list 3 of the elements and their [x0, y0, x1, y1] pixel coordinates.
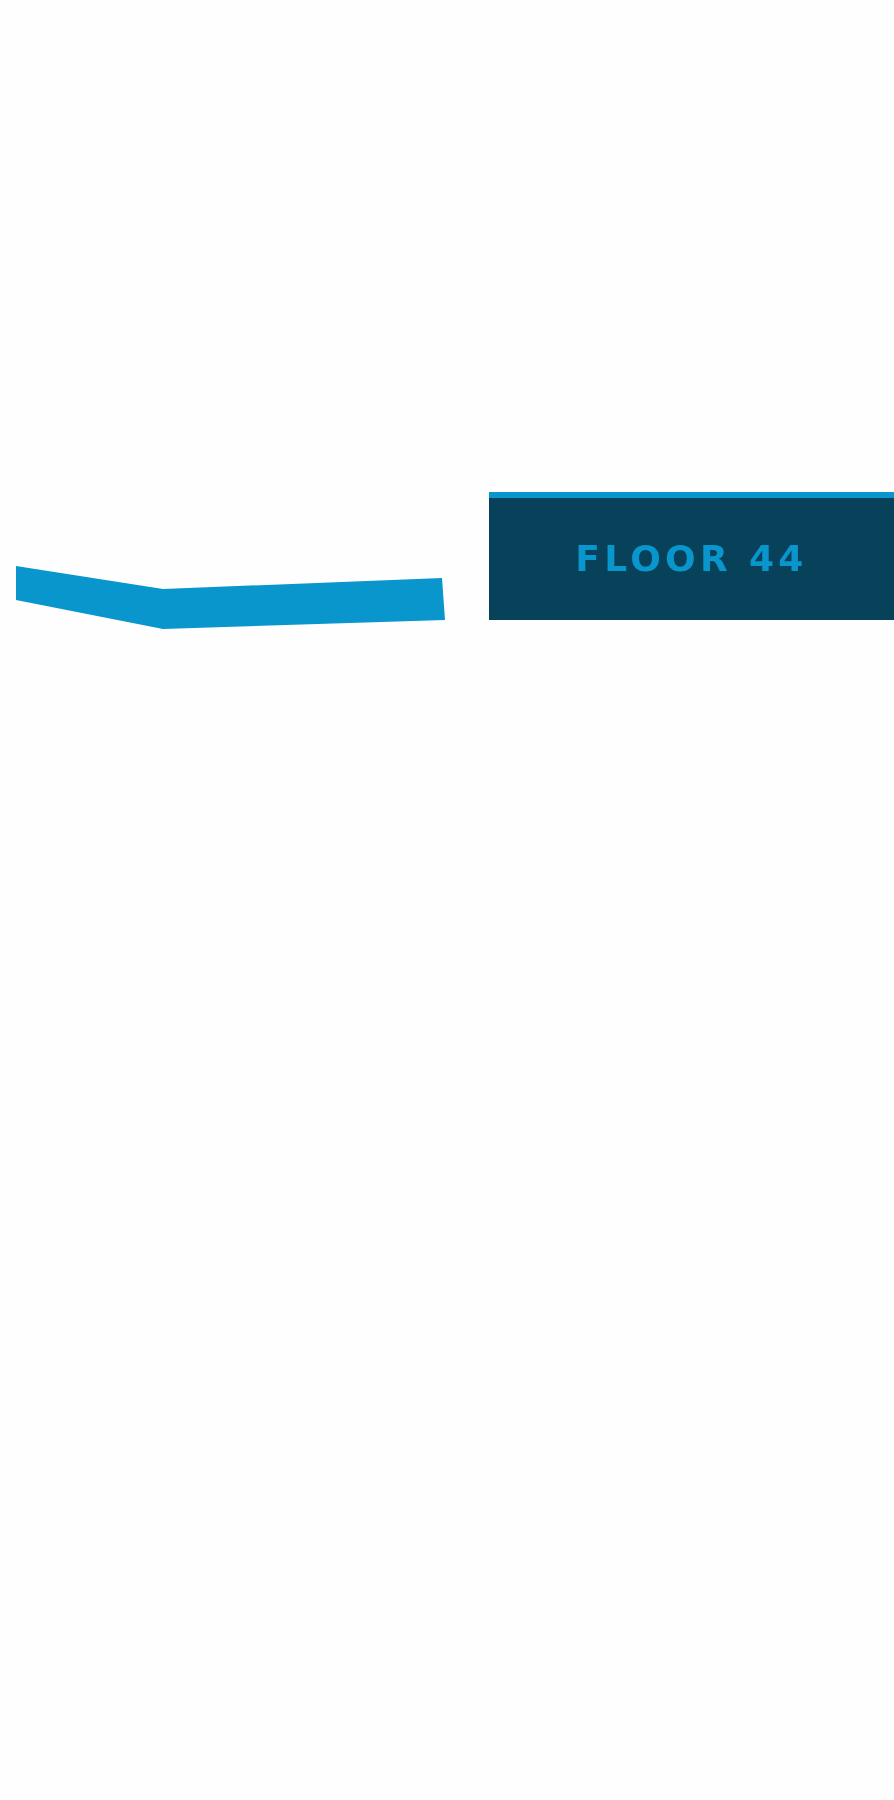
floor-panel — [489, 492, 894, 620]
floor-label: FLOOR 44 — [575, 541, 808, 577]
angled-ribbon — [16, 566, 445, 629]
